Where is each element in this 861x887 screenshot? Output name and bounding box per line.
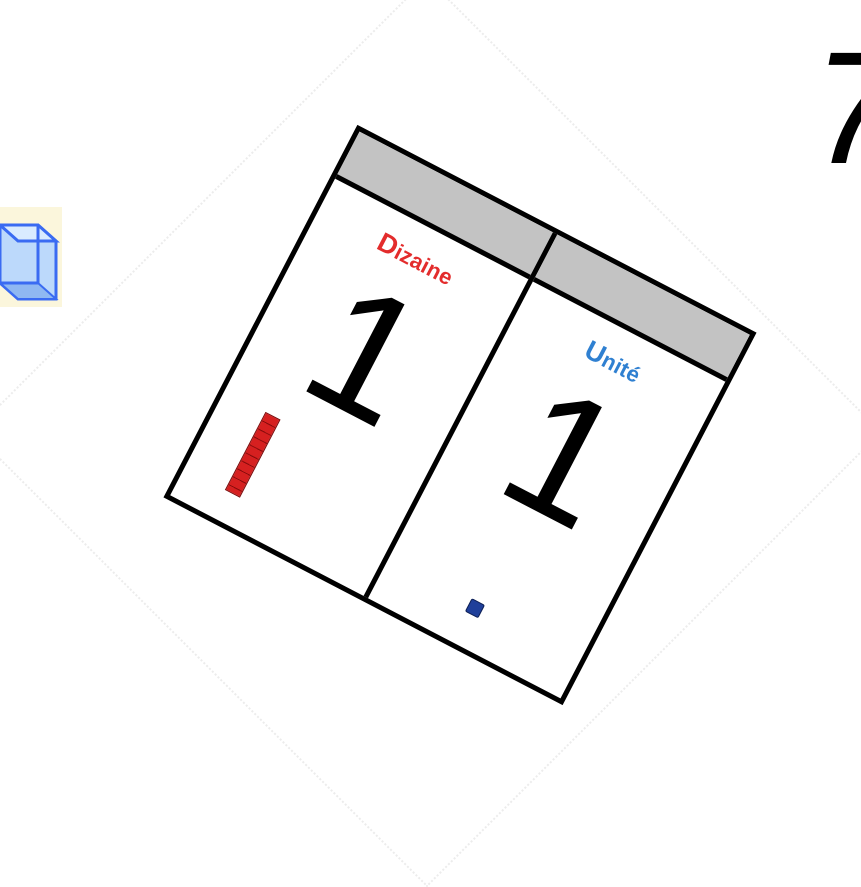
unit-cube-icon bbox=[464, 598, 484, 618]
corner-number: 7 bbox=[812, 28, 861, 188]
ten-rod-icon bbox=[225, 412, 281, 498]
block-tool-button[interactable] bbox=[0, 207, 62, 307]
3d-block-icon bbox=[0, 207, 62, 307]
